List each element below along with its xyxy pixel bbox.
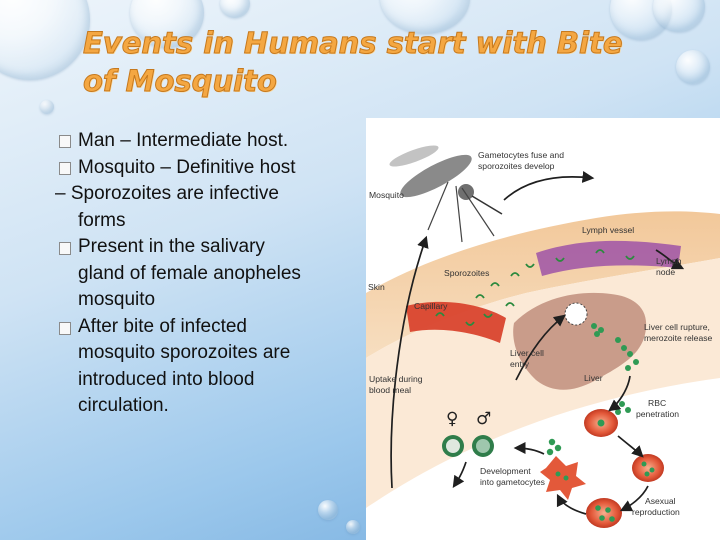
mosquito-illustration: [389, 145, 503, 243]
bubble-decoration: [318, 500, 338, 520]
label-liver-rupture: Liver cell rupture,: [644, 322, 710, 332]
bullet-text: Man – Intermediate host.: [78, 130, 289, 151]
bullet-text: Present in the salivary: [78, 236, 265, 257]
label-development: Development: [480, 466, 531, 476]
sporozoites: [435, 249, 635, 326]
bullet-list: Man – Intermediate host. Mosquito – Defi…: [55, 128, 358, 420]
merozoites: [591, 323, 639, 371]
bullet-text: Mosquito – Definitive host: [78, 156, 296, 178]
label-skin: Skin: [368, 282, 385, 292]
bullet-item: Man – Intermediate host.: [58, 128, 358, 155]
infected-liver-cell: [564, 302, 588, 326]
label-asexual-reproduction: Asexual: [645, 496, 676, 506]
capillary: [406, 301, 506, 343]
label-sporozoites: Sporozoites: [444, 268, 489, 278]
lymph-vessel: [536, 240, 681, 276]
bullet-continuation: gland of female anopheles: [78, 262, 301, 284]
male-symbol-icon: ♂: [476, 409, 491, 429]
bullet-continuation: introduced into blood: [78, 368, 255, 390]
bullet-continuation: circulation.: [78, 395, 169, 416]
bullet-box-icon: [59, 321, 71, 335]
title-line: of Mosquito: [83, 64, 278, 99]
malaria-life-cycle-diagram: Gametocytes fuse and sporozoites develop…: [366, 145, 720, 528]
label-gametocytes-fuse: Gametocytes fuse and: [478, 150, 564, 160]
cycle-arrows: [390, 171, 685, 515]
ruptured-cell: [540, 456, 586, 500]
bullet-continuation: mosquito: [78, 289, 156, 310]
bullet-box-icon: [59, 242, 71, 255]
label-development: into gametocytes: [480, 477, 545, 487]
bullet-box-icon: [59, 161, 71, 175]
label-uptake: blood meal: [369, 385, 411, 395]
label-gametocytes-fuse: sporozoites develop: [478, 161, 555, 171]
bubble-decoration: [0, 0, 90, 80]
liver: [513, 292, 647, 390]
bullet-continuation: – Sporozoites are infective: [55, 181, 358, 208]
female-symbol-icon: ♀: [446, 409, 458, 429]
slide-title: Events in Humans start with Bite of Mosq…: [83, 24, 663, 100]
label-liver-rupture: merozoite release: [644, 333, 713, 343]
label-uptake: Uptake during: [369, 374, 423, 384]
bullet-box-icon: [59, 135, 71, 148]
bullet-item: After bite of infected: [58, 314, 358, 341]
red-blood-cell: [632, 454, 664, 482]
label-rbc-penetration: penetration: [636, 409, 679, 419]
bullet-continuation: forms: [78, 209, 126, 231]
label-liver-entry: entry: [510, 359, 530, 369]
label-mosquito: Mosquito: [369, 190, 404, 200]
label-capillary: Capillary: [414, 301, 448, 311]
label-lymph-node: Lymph: [656, 256, 682, 266]
bubble-decoration: [40, 100, 54, 114]
red-blood-cell: [586, 498, 622, 528]
label-lymph-node: node: [656, 267, 675, 277]
bubble-decoration: [346, 520, 360, 534]
bubble-decoration: [676, 50, 710, 84]
bullet-continuation: mosquito sporozoites are: [78, 342, 291, 363]
malaria-life-cycle-figure: Gametocytes fuse and sporozoites develop…: [366, 118, 720, 540]
title-line: Events in Humans start with Bite: [83, 26, 624, 61]
bullet-text: – Sporozoites are infective: [55, 183, 279, 204]
label-liver-entry: Liver cell: [510, 348, 544, 358]
bullet-item: Mosquito – Definitive host: [58, 155, 358, 182]
label-asexual-reproduction: reproduction: [632, 507, 680, 517]
bullet-text: After bite of infected: [78, 315, 247, 337]
label-liver: Liver: [584, 373, 603, 383]
bullet-item: Present in the salivary: [58, 234, 358, 261]
bubble-decoration: [220, 0, 250, 18]
label-rbc-penetration: RBC: [648, 398, 666, 408]
label-lymph-vessel: Lymph vessel: [582, 225, 634, 235]
